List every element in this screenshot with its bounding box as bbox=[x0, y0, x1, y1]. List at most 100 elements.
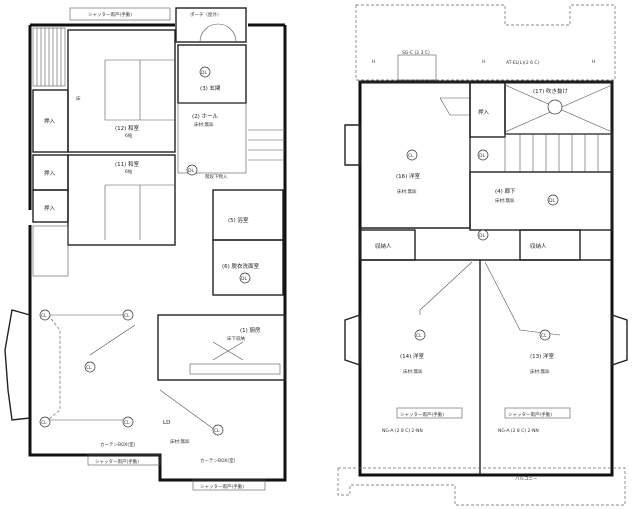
room13-label: (13) 洋室 bbox=[530, 352, 555, 360]
closet-2-label: 押入 bbox=[44, 169, 56, 177]
washroom-label: (6) 脱衣洗面室 bbox=[222, 262, 260, 270]
h-mark: H bbox=[592, 59, 595, 65]
closet-2f-label: 押入 bbox=[478, 108, 490, 116]
svg-text:DL: DL bbox=[479, 233, 485, 239]
side-windows bbox=[344, 124, 628, 366]
shutter-top-label: シャッター雨戸(手動) bbox=[88, 11, 132, 18]
shutter-bottom-right: シャッター雨戸(手動) bbox=[200, 483, 244, 490]
ceiling-light-icon: CL bbox=[212, 424, 224, 436]
svg-text:DL: DL bbox=[549, 198, 555, 204]
stairs-2f bbox=[504, 133, 613, 173]
ceiling-light-icon: CL bbox=[39, 309, 51, 321]
hall-floor-label: 床材:無垢 bbox=[194, 121, 214, 128]
ceiling-light-icon: CL bbox=[406, 149, 418, 161]
storage-left-label: 収納人 bbox=[375, 242, 392, 250]
room14-label: (14) 洋室 bbox=[400, 352, 425, 360]
outer-walls-2f bbox=[358, 80, 614, 477]
svg-text:CL: CL bbox=[41, 313, 47, 319]
stairs-1f bbox=[248, 129, 285, 161]
pendant-light-icon bbox=[547, 99, 563, 115]
shutter-box-right bbox=[192, 479, 266, 491]
washitsu-upper-size: 6帖 bbox=[125, 132, 133, 139]
kitchen bbox=[157, 314, 286, 381]
closet-3-label: 押入 bbox=[44, 204, 56, 212]
svg-text:CL: CL bbox=[41, 420, 47, 426]
corridor-floor-label: 床材:無垢 bbox=[495, 197, 515, 204]
floor1-fixtures: CL CL CL CL CL CL DL DL DL bbox=[39, 66, 251, 436]
room16-label: (16) 洋室 bbox=[396, 172, 421, 180]
svg-text:CL: CL bbox=[86, 365, 92, 371]
shutter-bottom-left: シャッター雨戸(手動) bbox=[95, 458, 139, 465]
ceiling-light-icon: CL bbox=[122, 416, 134, 428]
storage-right-label: 収納人 bbox=[530, 242, 547, 250]
downlight-icon: DL bbox=[477, 149, 489, 161]
washitsu-lower-size: 6帖 bbox=[125, 168, 133, 175]
svg-text:CL: CL bbox=[541, 333, 547, 339]
ceiling-light-icon: CL bbox=[84, 361, 96, 373]
porch-label: ポーチ（屋外） bbox=[190, 11, 222, 18]
svg-text:CL: CL bbox=[214, 428, 220, 434]
svg-text:CL: CL bbox=[416, 333, 422, 339]
washitsu-upper-label: (12) 和室 bbox=[115, 124, 140, 132]
toilet bbox=[32, 225, 69, 277]
fukinuke-label: (17) 吹き抜け bbox=[533, 87, 569, 95]
svg-text:DL: DL bbox=[479, 153, 485, 159]
wiring-2f bbox=[419, 261, 561, 336]
hall-room bbox=[177, 102, 247, 174]
curtain-box-right: カーテンBOX(室) bbox=[200, 457, 236, 464]
shutter-2f-1: シャッター雨戸(手動) bbox=[400, 411, 444, 418]
entrance-label: (3) 玄関 bbox=[200, 84, 221, 92]
storage-right bbox=[519, 229, 581, 261]
floor2-fixtures: CL CL CL DL DL DL bbox=[406, 99, 563, 341]
closet-1-label: 押入 bbox=[44, 117, 56, 125]
h-mark: H bbox=[482, 59, 485, 65]
window-at-label: AT-EL(L)(2 6 C) bbox=[506, 60, 540, 66]
washitsu-upper bbox=[67, 29, 176, 153]
kitchen-label: (1) 厨房 bbox=[240, 326, 261, 334]
entrance-room bbox=[177, 44, 247, 104]
window-ng2-label: NG-A (2 8 C) 2-NN bbox=[498, 428, 539, 434]
washroom bbox=[212, 239, 284, 296]
underfloor-label: 床下収納 bbox=[227, 335, 245, 342]
svg-text:DL: DL bbox=[188, 168, 194, 174]
room13-floor-label: 床材:無垢 bbox=[530, 368, 550, 375]
downlight-icon: DL bbox=[477, 229, 489, 241]
downlight-icon: DL bbox=[547, 194, 559, 206]
shutter-box-left bbox=[87, 454, 161, 466]
svg-text:DL: DL bbox=[241, 276, 247, 282]
ld-label: LD bbox=[163, 420, 170, 426]
ceiling-light-icon: CL bbox=[122, 309, 134, 321]
floor1-plan: シャッター雨戸(手動) ポーチ（屋外） 押入 押入 押入 (12) 和室 6帖 … bbox=[4, 7, 287, 491]
downlight-icon: DL bbox=[199, 66, 211, 78]
ld-floor-label: 床材:無垢 bbox=[170, 438, 190, 445]
corridor bbox=[469, 171, 613, 231]
ceiling-light-icon: CL bbox=[414, 329, 426, 341]
corridor-label: (4) 廊下 bbox=[495, 187, 516, 195]
svg-text:CL: CL bbox=[124, 420, 130, 426]
understair-label: 階段下物入 bbox=[205, 173, 228, 180]
balcony-label: バルコニー bbox=[515, 476, 538, 482]
floor2-plan: H H H SG-C (2 3 C) AT-EL(L)(2 6 C) (16) … bbox=[337, 4, 628, 506]
downlight-icon: DL bbox=[186, 164, 198, 176]
tokonoma-label: 床 bbox=[76, 95, 81, 102]
window-ng1-label: NG-A (2 8 C) 2-NN bbox=[382, 428, 423, 434]
ceiling-light-icon: CL bbox=[539, 329, 551, 341]
washitsu-lower-label: (11) 和室 bbox=[115, 160, 140, 168]
hall-label: (2) ホール bbox=[192, 113, 219, 120]
window-sg-label: SG-C (2 3 C) bbox=[402, 50, 430, 56]
kitchen-counter bbox=[189, 363, 281, 375]
room-16 bbox=[360, 81, 471, 229]
wiring bbox=[45, 314, 216, 431]
h-mark: H bbox=[372, 59, 375, 65]
svg-text:CL: CL bbox=[408, 153, 414, 159]
svg-text:DL: DL bbox=[201, 70, 207, 76]
porch bbox=[175, 7, 247, 43]
bath-label: (5) 浴室 bbox=[228, 216, 249, 224]
bath-room bbox=[212, 189, 284, 241]
room14-floor-label: 床材:無垢 bbox=[403, 368, 423, 375]
deck-hatch bbox=[32, 27, 66, 87]
shutter-2f-2: シャッター雨戸(手動) bbox=[508, 411, 552, 418]
bay-window-1f bbox=[4, 309, 31, 421]
ceiling-light-icon: CL bbox=[39, 416, 51, 428]
